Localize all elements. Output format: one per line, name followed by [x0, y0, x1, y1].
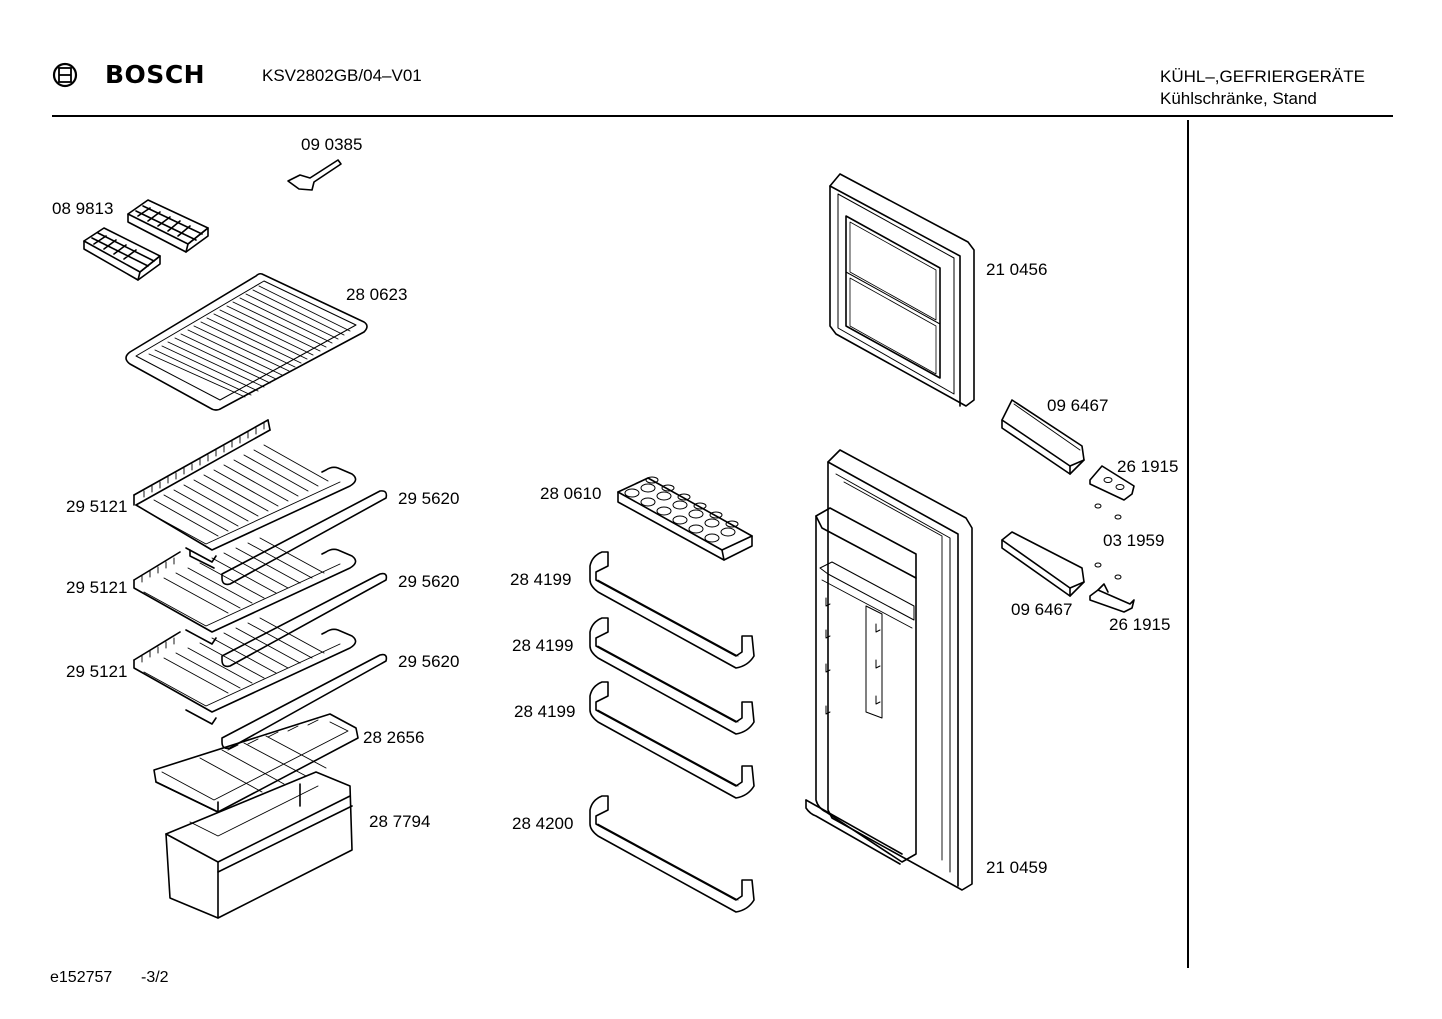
fridge-door-part — [805, 449, 973, 891]
door-handle-part-upper — [1001, 399, 1085, 475]
document-code: e152757 — [50, 969, 113, 986]
page-number: -3/2 — [141, 969, 169, 986]
hinge-part-lower — [1089, 583, 1135, 613]
header: BOSCH KSV2802GB/04–V01 KÜHL–,GEFRIERGERÄ… — [0, 0, 1442, 120]
part-number-label: 26 1915 — [1109, 615, 1171, 634]
part-number-label: 28 4199 — [514, 702, 576, 721]
part-number-label: 29 5121 — [66, 662, 128, 681]
right-margin-rule — [1187, 120, 1189, 968]
part-number-label: 08 9813 — [52, 199, 114, 218]
model-number: KSV2802GB/04–V01 — [262, 66, 422, 85]
part-number-label: 29 5620 — [398, 652, 460, 671]
door-rack-part-3 — [589, 681, 755, 799]
part-number-label: 21 0459 — [986, 858, 1048, 877]
hinge-part-upper — [1089, 465, 1135, 501]
brand-name: BOSCH — [105, 60, 206, 89]
part-number-label: 28 4200 — [512, 814, 574, 833]
bosch-logo-icon — [52, 62, 78, 88]
hinge-screws-part — [1094, 503, 1122, 580]
door-rack-part-2 — [589, 617, 755, 735]
part-number-label: 21 0456 — [986, 260, 1048, 279]
egg-tray-part — [617, 476, 753, 561]
part-number-label: 09 6467 — [1011, 600, 1073, 619]
part-number-label: 29 5620 — [398, 489, 460, 508]
crisper-drawer-part — [165, 771, 353, 919]
part-number-label: 28 4199 — [510, 570, 572, 589]
category-subtitle: Kühlschränke, Stand — [1160, 89, 1317, 108]
part-number-label: 09 0385 — [301, 135, 363, 154]
part-number-label: 26 1915 — [1117, 457, 1179, 476]
door-rack-part-4 — [589, 795, 755, 913]
ice-tray-part — [83, 199, 209, 281]
part-number-label: 28 4199 — [512, 636, 574, 655]
door-handle-part-lower — [1001, 531, 1085, 597]
freezer-grid-shelf-part — [125, 272, 368, 411]
header-rule — [52, 115, 1393, 117]
ice-scraper-part — [287, 159, 342, 191]
part-number-label: 29 5620 — [398, 572, 460, 591]
glass-shelf-part-3 — [133, 617, 388, 750]
category-title: KÜHL–,GEFRIERGERÄTE — [1160, 67, 1365, 86]
part-number-label: 29 5121 — [66, 497, 128, 516]
freezer-door-part — [829, 173, 975, 407]
part-number-label: 28 2656 — [363, 728, 425, 747]
glass-shelf-part-2 — [133, 537, 388, 668]
part-number-label: 03 1959 — [1103, 531, 1165, 550]
glass-shelf-part-1 — [133, 419, 388, 586]
part-number-label: 09 6467 — [1047, 396, 1109, 415]
part-number-label: 28 0610 — [540, 484, 602, 503]
part-number-label: 28 0623 — [346, 285, 408, 304]
part-number-label: 29 5121 — [66, 578, 128, 597]
door-rack-part-1 — [589, 551, 755, 669]
part-number-label: 28 7794 — [369, 812, 431, 831]
